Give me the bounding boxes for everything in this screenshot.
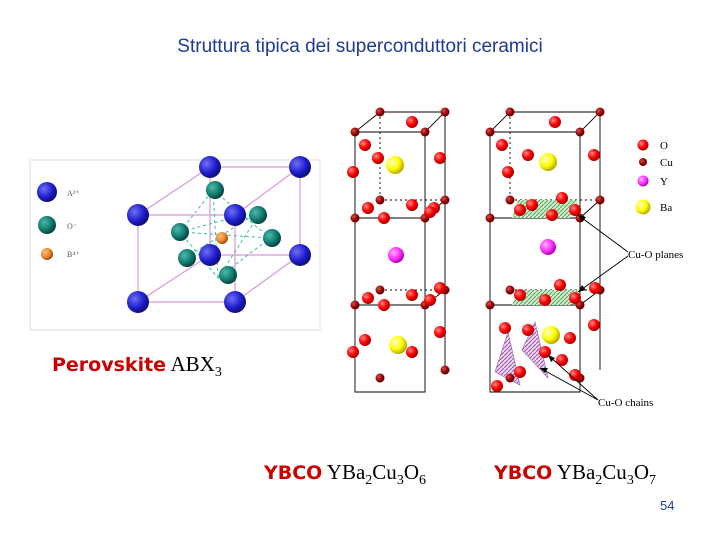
ybco-o6-name: YBCO xyxy=(264,462,323,484)
ybco-o6-ba-atom-top xyxy=(386,156,404,174)
o-anion-spheres xyxy=(171,181,281,284)
ybco-o6-cell xyxy=(347,107,450,393)
barium-legend-label: Ba xyxy=(660,202,672,214)
perovskite-legend: A²⁺ O⁻ B⁴⁺ xyxy=(37,182,79,260)
ybco-o6-formula: YBa2Cu3O6 xyxy=(326,460,426,489)
ybco-o6-caption: YBCO YBa2Cu3O6 xyxy=(264,460,426,489)
slide-title: Struttura tipica dei superconduttori cer… xyxy=(177,36,543,57)
perovskite-cell: A²⁺ O⁻ B⁴⁺ xyxy=(29,156,321,331)
cu-o-planes-label: Cu-O planes xyxy=(628,249,683,261)
perovskite-name: Perovskite xyxy=(52,354,167,376)
ybco-o7-ba-atom-bottom xyxy=(542,326,560,344)
copper-legend-swatch xyxy=(639,158,647,166)
b-ion-legend-swatch xyxy=(41,248,53,260)
o-ion-legend-label: O⁻ xyxy=(67,222,77,231)
ybco-o7-ba-atom-top xyxy=(539,153,557,171)
ybco-o6-o-atoms xyxy=(347,116,446,358)
barium-legend-swatch xyxy=(635,199,651,215)
ybco-o7-name: YBCO xyxy=(494,462,553,484)
ybco-o7-caption: YBCO YBa2Cu3O7 xyxy=(494,460,656,489)
perovskite-caption: Perovskite ABX3 xyxy=(52,352,222,381)
a-ion-legend-label: A²⁺ xyxy=(67,189,79,198)
b-cation-sphere xyxy=(216,232,228,244)
ybco-o7-y-atom xyxy=(540,239,556,255)
yttrium-legend-label: Y xyxy=(660,176,668,188)
cu-o-chains-label: Cu-O chains xyxy=(598,397,653,409)
copper-legend-label: Cu xyxy=(660,157,673,169)
yttrium-legend-swatch xyxy=(637,175,649,187)
ybco-o7-cu-atoms xyxy=(485,107,605,383)
ybco-o7-cell: Cu-O planes Cu-O chains O Cu Y Ba xyxy=(485,107,683,409)
ybco-o7-formula: YBa2Cu3O7 xyxy=(556,460,656,489)
oxygen-legend-swatch xyxy=(637,139,649,151)
b-ion-legend-label: B⁴⁺ xyxy=(67,250,79,259)
ybco-o6-y-atom xyxy=(388,247,404,263)
ybco-o6-ba-atom-bottom xyxy=(389,336,407,354)
perovskite-formula: ABX3 xyxy=(170,352,222,381)
o-ion-legend-swatch xyxy=(38,216,56,234)
a-ion-legend-swatch xyxy=(37,182,57,202)
oxygen-legend-label: O xyxy=(660,140,668,152)
a-cation-corner-spheres xyxy=(127,156,311,313)
ybco-legend: O Cu Y Ba xyxy=(635,139,673,215)
page-number: 54 xyxy=(660,498,675,513)
